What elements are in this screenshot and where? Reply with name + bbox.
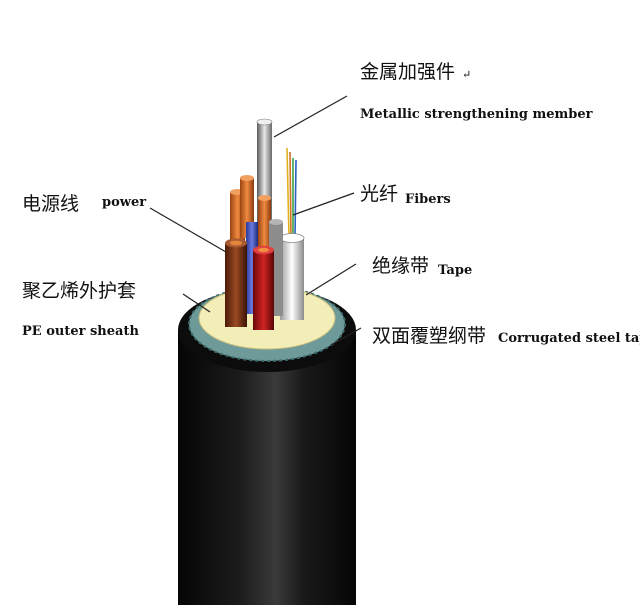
label-pe-sheath: 聚乙烯外护套 PE outer sheath: [22, 280, 139, 339]
power-zh-text: 电源线: [22, 193, 79, 215]
metallic-zh-text: 金属加强件: [360, 61, 455, 83]
power-en-text: power: [102, 195, 146, 210]
label-tape: 绝缘带 Tape: [372, 255, 472, 278]
power-wires: [225, 238, 274, 330]
sheath-zh-text: 聚乙烯外护套: [22, 280, 136, 302]
label-steel-tape: 双面覆塑纲带 Corrugated steel tape: [372, 325, 640, 347]
sheath-en-text: PE outer sheath: [22, 324, 139, 339]
label-power: 电源线 power: [22, 193, 146, 215]
steel-zh-text: 双面覆塑纲带: [372, 325, 486, 347]
fiber-tube: [279, 233, 305, 320]
fibers-en-text: Fibers: [405, 192, 451, 207]
copper-conductors: [230, 175, 271, 248]
return-mark: ↵: [462, 68, 471, 81]
label-metallic-member: 金属加强件 ↵ Metallic strengthening member: [360, 61, 593, 122]
metallic-en-text: Metallic strengthening member: [360, 107, 593, 122]
steel-en-text: Corrugated steel tape: [498, 331, 640, 346]
fibers-zh-text: 光纤: [360, 183, 398, 205]
label-fibers: 光纤 Fibers: [360, 183, 451, 207]
tape-zh-text: 绝缘带: [372, 255, 429, 277]
tape-en-text: Tape: [438, 263, 472, 278]
fiber-strands: [286, 147, 297, 239]
leader-lines: [149, 95, 362, 346]
